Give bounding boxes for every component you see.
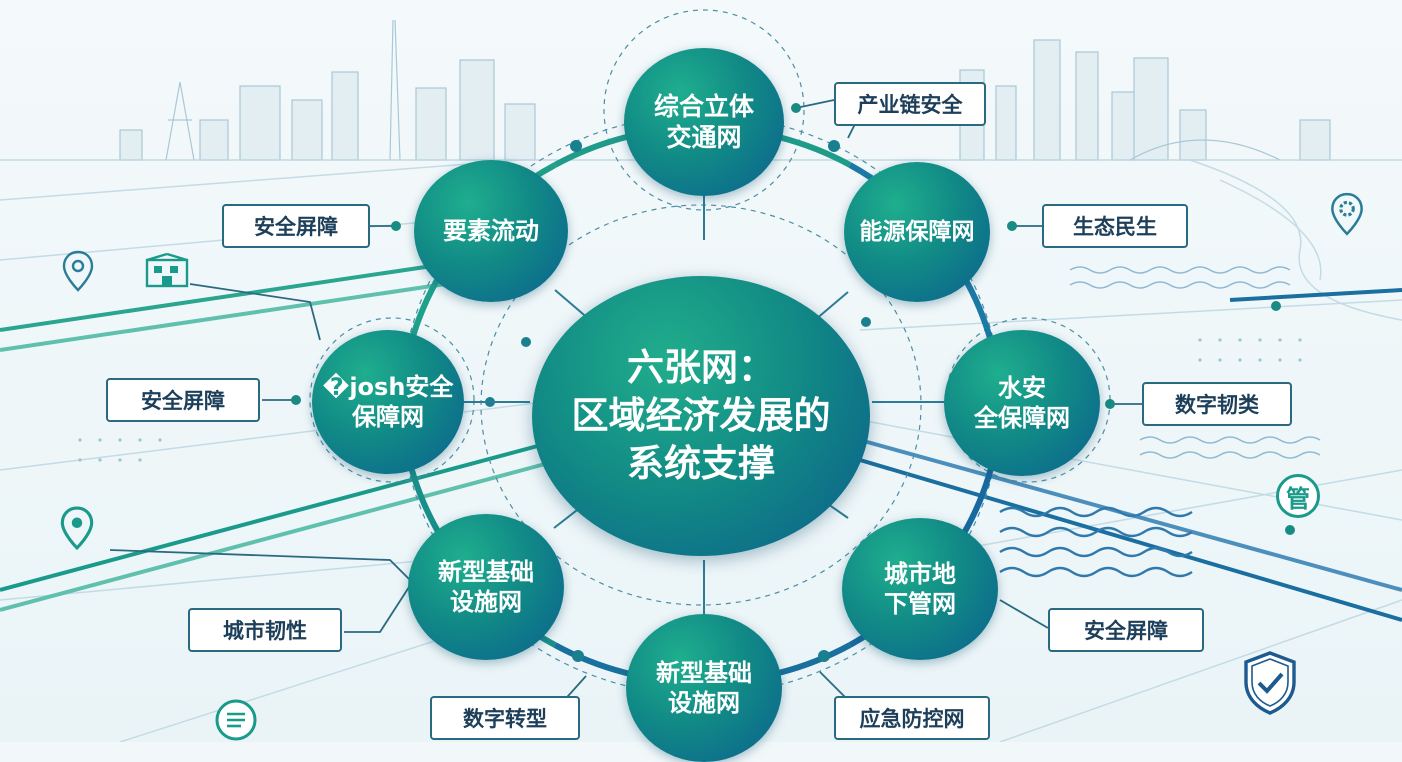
label-security-left: 安全屏障 [106,378,260,422]
node-newinfra-left-label: 新型基础 设施网 [438,558,534,616]
label-digital-resilience: 数字韧类 [1142,382,1292,426]
node-pipe-label: 城市地 下管网 [884,560,956,618]
node-grain: �josh安全 保障网 [312,330,464,474]
location-gear-pin-icon [1331,192,1363,236]
node-water-label: 水安 全保障网 [974,374,1070,432]
center-title: 六张网： 区域经济发展的 系统支撑 [571,345,831,486]
water-waves-blue [999,506,1193,578]
node-water: 水安 全保障网 [944,330,1100,476]
label-digital-resilience-text: 数字韧类 [1175,393,1259,417]
label-digital-transform: 数字转型 [430,696,580,740]
label-security-top: 安全屏障 [222,204,370,248]
center-node: 六张网： 区域经济发展的 系统支撑 [532,276,870,556]
label-urban-resilience: 城市韧性 [188,608,342,652]
label-industry-chain: 产业链安全 [834,82,986,126]
label-security-right: 安全屏障 [1048,608,1204,652]
document-circle-icon [215,699,257,741]
label-ecology-text: 生态民生 [1073,215,1157,239]
node-newinfra-left: 新型基础 设施网 [408,514,564,660]
building-icon [145,252,189,288]
node-pipe: 城市地 下管网 [842,518,998,660]
dot-texture [78,338,1302,462]
connector-dots [291,103,1295,535]
water-waves [1069,266,1321,459]
node-energy: 能源保障网 [844,162,990,302]
orbit-dots [485,140,871,662]
label-urban-resilience-text: 城市韧性 [223,619,307,643]
node-transport-label: 综合立体 交通网 [653,91,754,152]
label-security-left-text: 安全屏障 [141,389,225,413]
label-security-top-text: 安全屏障 [254,215,338,239]
pipe-badge-icon: 管 [1276,474,1320,518]
label-security-right-text: 安全屏障 [1084,619,1168,643]
node-newinfra-bottom-label: 新型基础 设施网 [656,659,752,717]
label-emergency: 应急防控网 [834,696,990,740]
shield-check-icon [1244,651,1296,715]
label-emergency-text: 应急防控网 [859,707,965,731]
label-digital-transform-text: 数字转型 [463,707,547,731]
node-factor: 要素流动 [414,160,568,302]
node-transport: 综合立体 交通网 [624,48,784,196]
node-newinfra-bottom: 新型基础 设施网 [626,614,782,762]
node-grain-label: �josh安全 保障网 [322,373,454,431]
node-factor-label: 要素流动 [443,217,539,245]
location-pin-icon [62,250,94,292]
node-energy-label: 能源保障网 [859,218,975,245]
label-industry-chain-text: 产业链安全 [857,93,963,117]
skyline-left [119,19,536,161]
location-pin-icon [60,506,94,550]
label-ecology: 生态民生 [1042,204,1188,248]
